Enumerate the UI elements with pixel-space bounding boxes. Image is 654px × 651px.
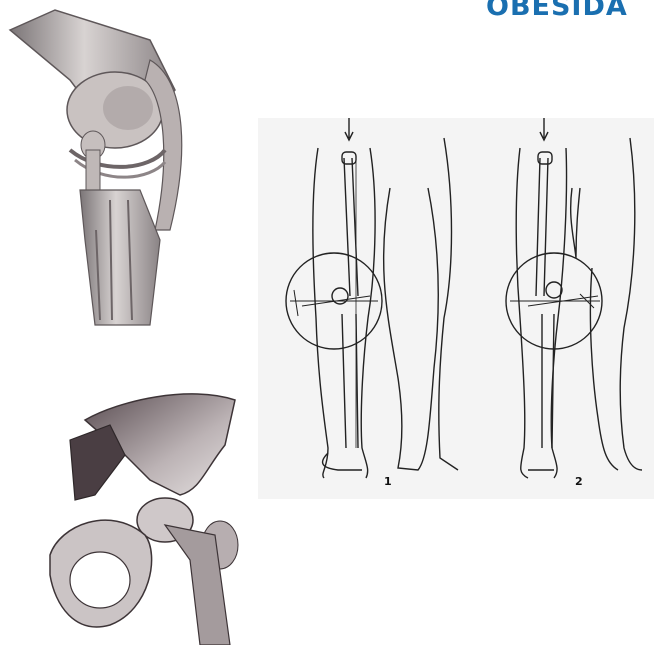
- figure-label-2: 2: [575, 475, 583, 488]
- figure-label-1: 1: [384, 475, 392, 488]
- leg-alignment-diagram: [258, 118, 654, 499]
- hip-joint-illustration: [40, 385, 255, 645]
- knee-joint-illustration: [0, 0, 200, 330]
- slide-title: OBESIDA: [486, 0, 654, 22]
